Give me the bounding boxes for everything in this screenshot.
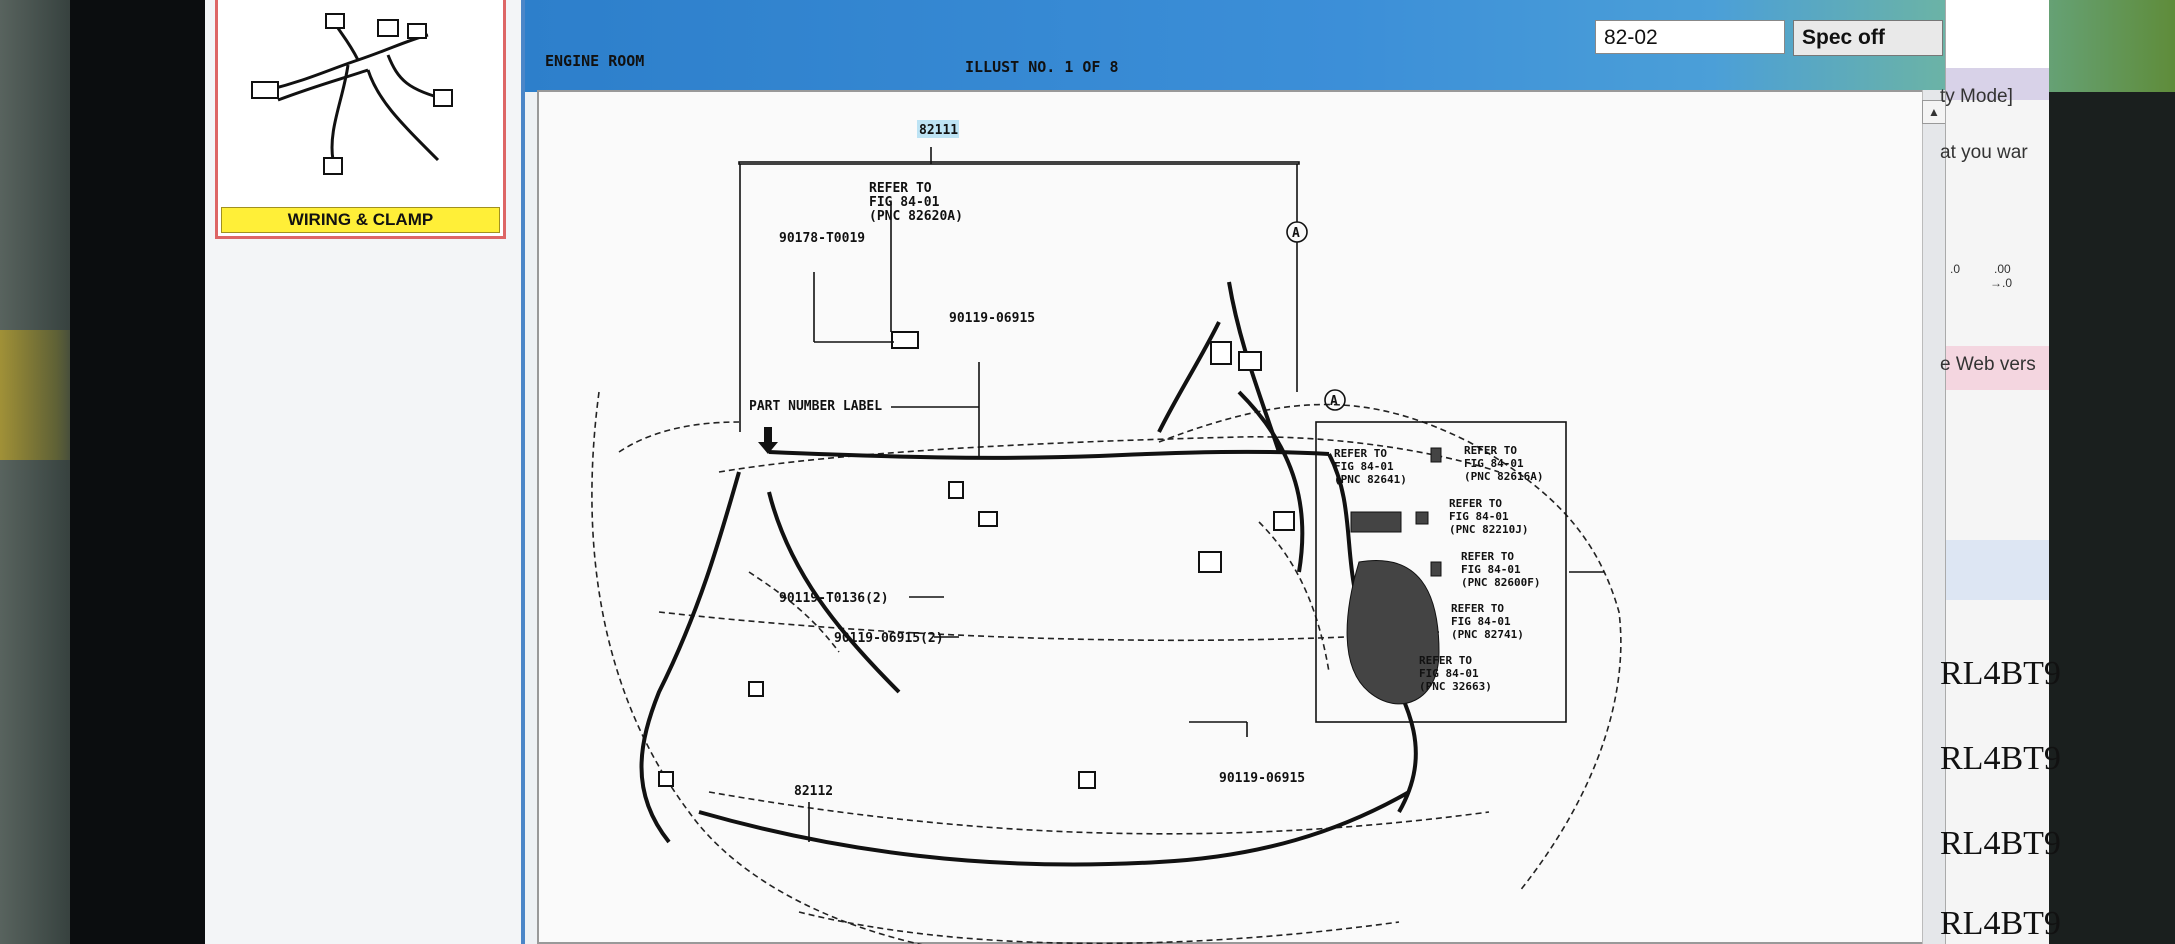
pane-divider[interactable] [521,0,525,944]
part-82111[interactable]: 82111 [919,123,958,138]
thumbnail-pane: WIRING & CLAMP [205,0,525,944]
inset-ref-1-l2: FIG 84-01 [1334,460,1394,473]
figure-number-input[interactable]: 82-02 [1595,20,1785,54]
inset-mark-a: A [1330,394,1338,409]
part-90178[interactable]: 90178-T0019 [779,231,865,246]
notice-banner [1946,346,2049,390]
inset-ref-5-l2: FIG 84-01 [1451,615,1511,628]
inset-ref-2-l2: FIG 84-01 [1464,457,1524,470]
thumbnail-card[interactable]: WIRING & CLAMP [215,0,506,239]
inset-ref-4-l2: FIG 84-01 [1461,563,1521,576]
background-window-header [1946,0,2049,68]
screen: WIRING & CLAMP ENGINE ROOM ILLUST NO. 1 … [205,0,2175,944]
refer-label-l1: REFER TO [869,181,932,196]
part-90119-06915-bottom[interactable]: 90119-06915 [1219,771,1305,786]
inset-ref-4-l3[interactable]: (PNC 82600F) [1461,576,1540,589]
prompt-text: at you war [1940,142,2028,163]
inset-ref-5-l1: REFER TO [1451,602,1504,615]
info-box [1946,540,2049,600]
mode-text: ty Mode] [1940,86,2013,107]
monitor-frame [70,0,210,944]
inset-ref-6-l2: FIG 84-01 [1419,667,1479,680]
inset-ref-6-l1: REFER TO [1419,654,1472,667]
inset-ref-5-l3[interactable]: (PNC 82741) [1451,628,1524,641]
refer-label-l3[interactable]: (PNC 82620A) [869,209,963,224]
decimal-label[interactable]: .00 [1994,262,2011,276]
vertical-scrollbar[interactable] [1922,90,1947,944]
thumbnail-caption: WIRING & CLAMP [221,207,500,233]
part-90119-06915-2[interactable]: 90119-06915(2) [834,631,944,646]
part-number-label: PART NUMBER LABEL [749,399,882,414]
section-title: ENGINE ROOM [545,52,645,70]
inset-ref-1-l1: REFER TO [1334,447,1387,460]
background-object [0,330,80,460]
illust-number: ILLUST NO. 1 OF 8 [965,58,1119,76]
mark-a: A [1292,226,1300,241]
scroll-up-arrow-icon[interactable]: ▲ [1922,100,1946,124]
inset-ref-2-l1: REFER TO [1464,444,1517,457]
inset-ref-3-l1: REFER TO [1449,497,1502,510]
vin-row-3: RL4BT9 [1940,825,2061,862]
web-version-text[interactable]: e Web vers [1940,354,2036,375]
background-window: ty Mode] at you war .0 .00 →.0 e Web ver… [1940,0,2061,944]
decimal-decrease-label[interactable]: →.0 [1990,276,2013,290]
vin-row-4: RL4BT9 [1940,905,2061,942]
part-90119-t0136[interactable]: 90119-T0136(2) [779,591,889,606]
inset-ref-3-l2: FIG 84-01 [1449,510,1509,523]
part-82112[interactable]: 82112 [794,784,833,799]
vin-row-2: RL4BT9 [1940,740,2061,777]
inset-ref-4-l1: REFER TO [1461,550,1514,563]
spec-toggle-button[interactable]: Spec off [1793,20,1943,56]
engine-room-wiring-diagram: 82111 REFER TO FIG 84-01 (PNC 82620A) 90… [591,120,1622,944]
background-window-titlebar [1946,68,2049,100]
inset-ref-6-l3[interactable]: (PNC 32663) [1419,680,1492,693]
part-90119-06915-top[interactable]: 90119-06915 [949,311,1035,326]
wiring-harness-icon [251,13,453,175]
inset-ref-1-l3[interactable]: (PNC 82641) [1334,473,1407,486]
decimal-increase-label[interactable]: .0 [1950,262,1961,276]
inset-ref-2-l3[interactable]: (PNC 82616A) [1464,470,1543,483]
inset-ref-3-l3[interactable]: (PNC 82210J) [1449,523,1528,536]
refer-label-l2: FIG 84-01 [869,195,940,210]
vin-row-1: RL4BT9 [1940,655,2061,692]
illustration-canvas[interactable]: 82111 REFER TO FIG 84-01 (PNC 82620A) 90… [537,90,1935,944]
